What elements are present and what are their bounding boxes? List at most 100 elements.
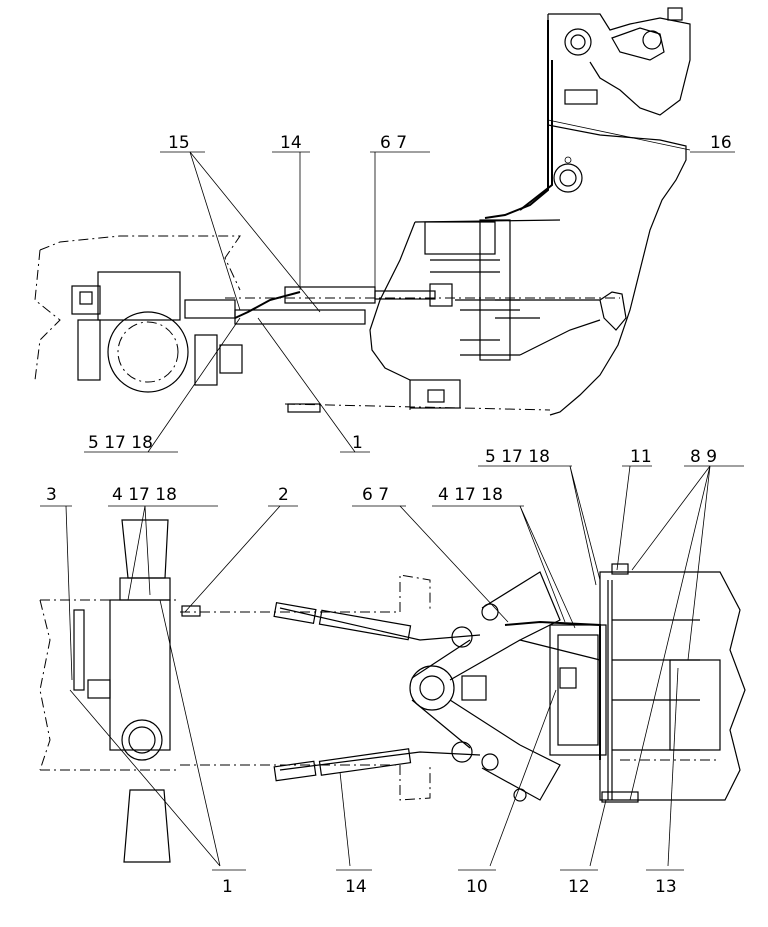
upper-link-pin bbox=[451, 626, 473, 648]
central-pivot-outer bbox=[409, 665, 455, 711]
top-hose bbox=[234, 291, 301, 319]
machine-top-clip bbox=[611, 563, 629, 575]
hitch-frame-hole-bottom bbox=[481, 753, 499, 771]
bleader-8-9 bbox=[629, 465, 711, 801]
bcallout-2: 2 bbox=[278, 485, 289, 505]
bcallout-4-17-18: 4 17 18 bbox=[112, 485, 177, 505]
bleader-14 bbox=[339, 771, 351, 867]
upper-link bbox=[279, 607, 481, 641]
hitch-frame-hole-foot bbox=[513, 788, 527, 802]
machine-bottom-clip bbox=[601, 791, 639, 803]
lower-cylinder bbox=[234, 309, 366, 325]
cab-window bbox=[79, 291, 93, 305]
tower-cap bbox=[667, 7, 683, 21]
lower-link-end bbox=[273, 760, 317, 782]
tower-bracket bbox=[611, 27, 665, 61]
lower-link bbox=[279, 751, 481, 771]
bleader-11 bbox=[616, 465, 631, 571]
callout-15: 15 bbox=[168, 133, 190, 153]
tractor-outline bbox=[34, 235, 241, 381]
leader-15 bbox=[189, 151, 321, 313]
callout-6-7: 6 7 bbox=[380, 133, 407, 153]
machine-body-box bbox=[669, 659, 721, 751]
cab-box bbox=[97, 271, 181, 321]
plan-rail-top bbox=[180, 574, 431, 613]
bleader-4-17-18-mid bbox=[519, 505, 576, 629]
bcallout-4-17-18-mid: 4 17 18 bbox=[438, 485, 503, 505]
machine-body-inner bbox=[607, 580, 700, 800]
bleader-10 bbox=[489, 689, 557, 867]
lower-cylinder bbox=[318, 748, 412, 776]
tower-hose bbox=[484, 20, 549, 219]
pivot-arms bbox=[411, 639, 521, 749]
plan-side-bar bbox=[73, 609, 85, 691]
upper-link-end bbox=[273, 601, 317, 625]
bleader-13 bbox=[667, 667, 679, 867]
tower-hole-inner bbox=[559, 169, 577, 187]
tower-pulley-outer bbox=[564, 28, 592, 56]
upper-cylinder bbox=[318, 609, 412, 641]
bleader-5-17-18 bbox=[569, 465, 601, 586]
bcallout-14: 14 bbox=[345, 877, 367, 897]
tractor-base bbox=[284, 380, 551, 411]
hitch-box-inner bbox=[557, 634, 599, 746]
central-gearbox bbox=[461, 675, 487, 701]
plan-rail-bottom bbox=[180, 764, 431, 801]
hitch-frame-hole-top bbox=[481, 603, 499, 621]
bleader-12 bbox=[589, 799, 607, 867]
plan-tractor-nose bbox=[87, 679, 111, 699]
boom-box-1 bbox=[424, 221, 496, 255]
boom-box-2 bbox=[479, 219, 511, 361]
cab-post bbox=[77, 319, 101, 381]
callout-5-17-18: 5 17 18 bbox=[88, 433, 153, 453]
base-pad bbox=[287, 403, 321, 413]
plan-lower-tube bbox=[123, 789, 171, 863]
hitch-box-outer bbox=[549, 624, 607, 756]
plan-top-block bbox=[119, 577, 171, 601]
hitch-right bbox=[599, 291, 627, 331]
rear-wheel-outer bbox=[107, 311, 189, 393]
base-block bbox=[409, 379, 461, 409]
tower-plate bbox=[564, 89, 598, 105]
rear-wheel-inner bbox=[117, 321, 179, 383]
callout-16: 16 bbox=[710, 133, 732, 153]
tower-outline bbox=[547, 14, 687, 416]
hitch-box-knob bbox=[559, 667, 577, 689]
hitch-arms bbox=[495, 299, 600, 319]
bcallout-1: 1 bbox=[222, 877, 233, 897]
bcallout-6-7: 6 7 bbox=[362, 485, 389, 505]
bcallout-10: 10 bbox=[466, 877, 488, 897]
callout-14: 14 bbox=[280, 133, 302, 153]
leader-5-17-18 bbox=[147, 317, 241, 453]
bleader-3 bbox=[65, 505, 73, 681]
plan-view bbox=[39, 465, 746, 867]
bcallout-12: 12 bbox=[568, 877, 590, 897]
machine-body bbox=[599, 571, 746, 801]
bleader-6-7 bbox=[399, 505, 509, 623]
boom-stay bbox=[519, 319, 601, 356]
bcallout-13: 13 bbox=[655, 877, 677, 897]
plan-rail-clip-top bbox=[181, 605, 201, 617]
tractor-foot bbox=[219, 344, 243, 374]
plan-upper-tube bbox=[121, 519, 169, 579]
bleader-2 bbox=[184, 505, 281, 613]
plan-lower-ring-outer bbox=[121, 719, 163, 761]
cab-side bbox=[71, 285, 101, 315]
bcallout-11: 11 bbox=[630, 447, 652, 467]
tower-hole-outer bbox=[553, 163, 583, 193]
tractor-axle bbox=[184, 299, 236, 319]
leader-1 bbox=[257, 317, 356, 453]
bcallout-5-17-18: 5 17 18 bbox=[485, 447, 550, 467]
cylinder-clevis bbox=[429, 283, 453, 307]
bcallout-3: 3 bbox=[46, 485, 57, 505]
bleader-1 bbox=[69, 599, 221, 867]
tower-pulley-inner bbox=[570, 34, 586, 50]
central-pivot-inner bbox=[419, 675, 445, 701]
tower-small-hole bbox=[564, 156, 572, 164]
hitch-hose bbox=[504, 620, 601, 760]
plan-lower-ring-inner bbox=[128, 726, 156, 754]
bcallout-8-9: 8 9 bbox=[690, 447, 717, 467]
callout-1: 1 bbox=[352, 433, 363, 453]
callouts-bottom: 3 4 17 18 2 6 7 4 17 18 5 17 18 11 8 9 1… bbox=[40, 447, 744, 897]
